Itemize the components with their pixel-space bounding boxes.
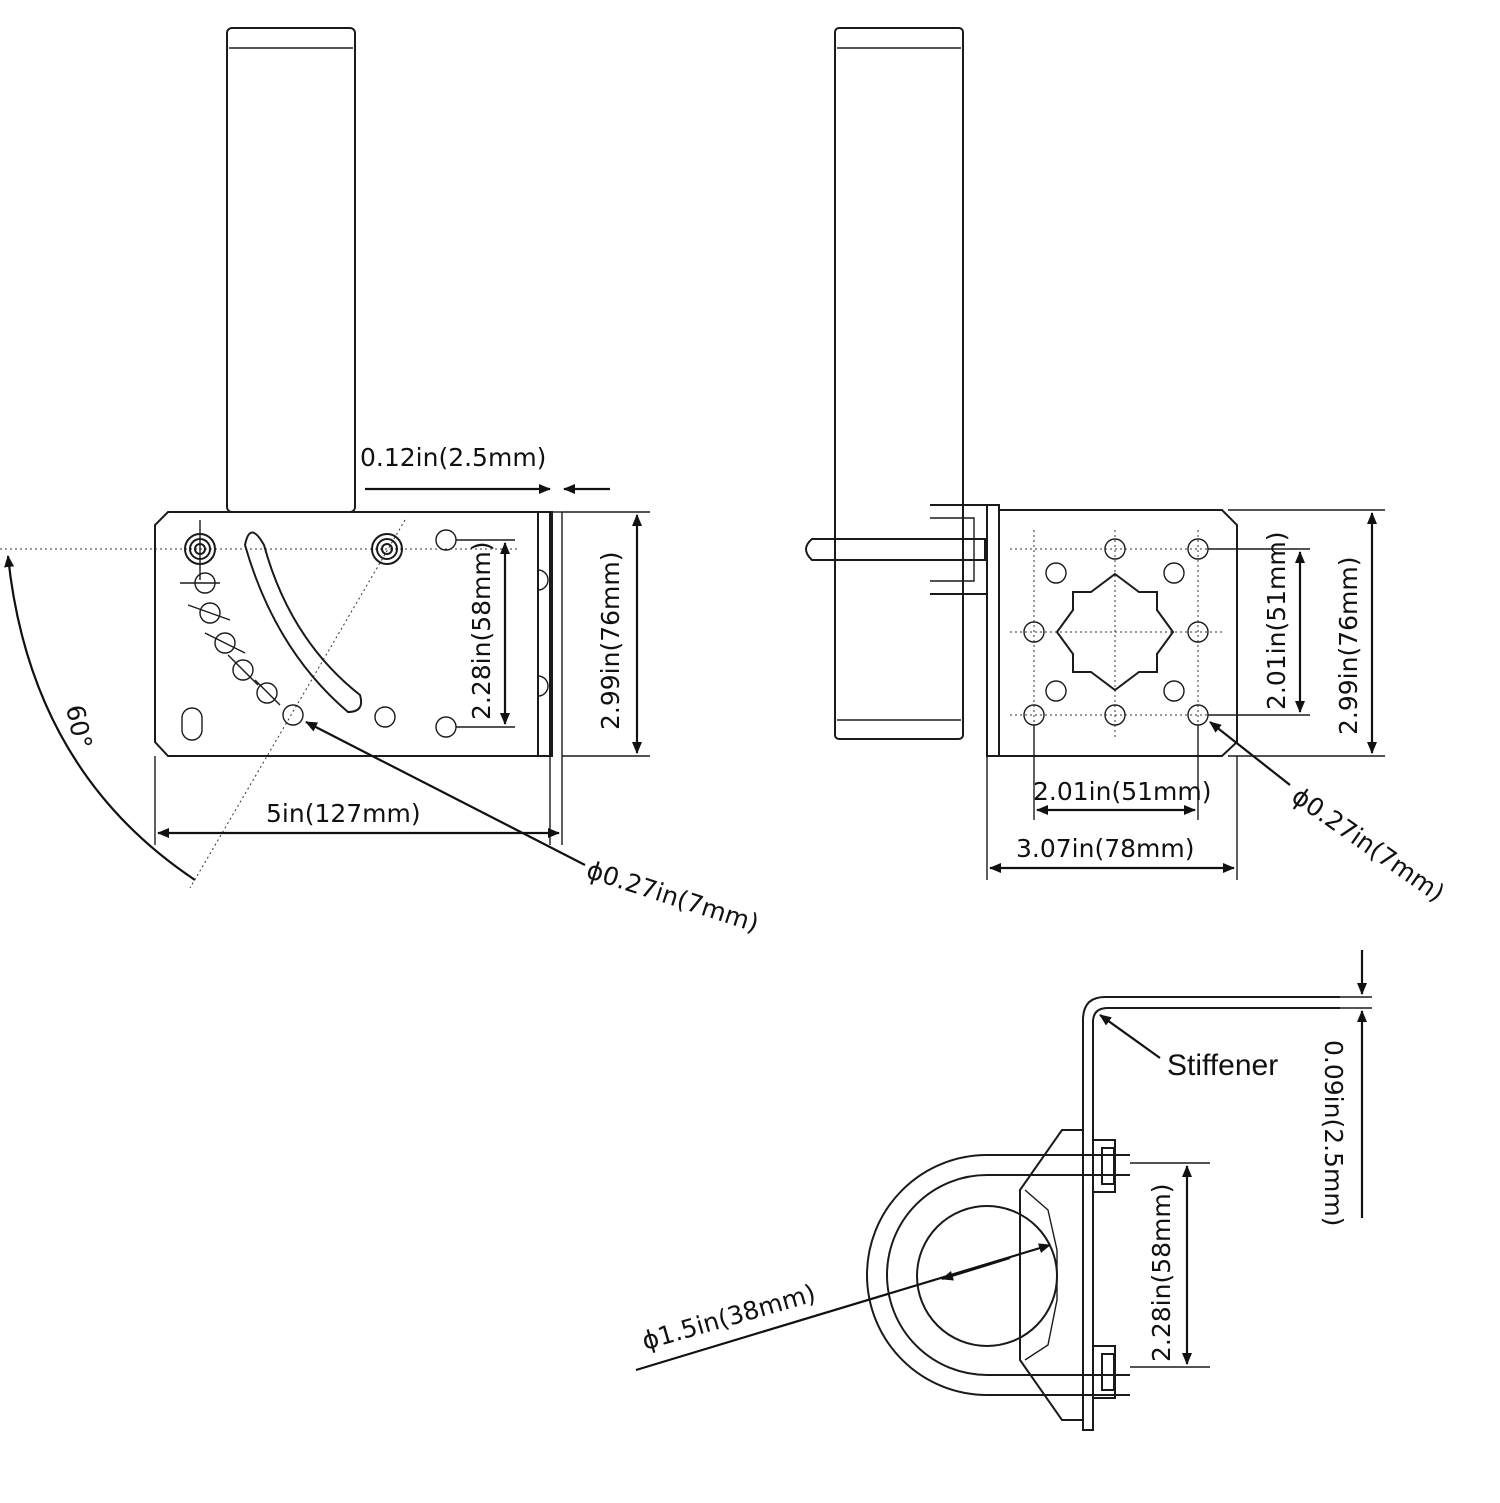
star-cutout	[1055, 572, 1175, 692]
clamp-plate	[1019, 1129, 1083, 1421]
dim-plate-thickness: 0.12in(2.5mm)	[360, 443, 546, 472]
dim-hole-spacing-vertical: 2.01in(51mm)	[1262, 532, 1291, 710]
u-bolt	[866, 1154, 1130, 1396]
diag-hole	[1045, 680, 1067, 702]
angle-hole	[232, 659, 254, 681]
angle-hole	[282, 704, 304, 726]
bolt-nut	[371, 533, 403, 565]
front-plate-edge	[986, 504, 1000, 757]
angle-hole	[199, 602, 221, 624]
dim-hole-diameter: ϕ0.27in(7mm)	[1287, 781, 1450, 907]
dim-plate-height: 2.99in(76mm)	[596, 552, 625, 730]
grid-hole	[1023, 621, 1045, 643]
angle-hole	[214, 632, 236, 654]
diag-hole	[1163, 562, 1185, 584]
dim-plate-height: 2.99in(76mm)	[1334, 557, 1363, 735]
dim-plate-width: 3.07in(78mm)	[1016, 834, 1194, 863]
dim-bolt-spacing: 2.28in(58mm)	[1147, 1184, 1176, 1362]
diag-hole	[1045, 562, 1067, 584]
side-plate-edge	[537, 511, 553, 757]
grid-hole	[1104, 538, 1126, 560]
dim-hole-diameter: ϕ0.27in(7mm)	[583, 855, 762, 938]
front-plate	[998, 509, 1238, 757]
grid-hole	[1104, 704, 1126, 726]
grid-hole	[1187, 621, 1209, 643]
front-mast	[834, 27, 964, 740]
oval-hole	[181, 707, 203, 741]
dim-thickness: 0.09in(2.5mm)	[1319, 1040, 1348, 1226]
front-view: 2.01in(51mm) 2.99in(76mm) 2.01in(51mm) 3…	[805, 27, 1450, 908]
dim-plate-width: 5in(127mm)	[266, 799, 421, 828]
adjustment-slot	[243, 531, 363, 714]
dim-hole-spacing: 2.28in(58mm)	[467, 542, 496, 720]
l-bracket	[1082, 996, 1340, 1431]
dim-hole-spacing-horizontal: 2.01in(51mm)	[1033, 777, 1211, 806]
dim-pipe-diameter: ϕ1.5in(38mm)	[639, 1279, 819, 1356]
diag-hole	[1163, 680, 1185, 702]
pipe-circle	[916, 1205, 1058, 1347]
mount-hole	[374, 706, 396, 728]
side-view: 0.12in(2.5mm) 2.28in(58mm) 2.99in(76mm) …	[0, 27, 762, 938]
top-view: Stiffener 0.09in(2.5mm) 2.28in(58mm) ϕ1.…	[635, 950, 1372, 1431]
stiffener-label: Stiffener	[1167, 1049, 1278, 1082]
angle-hole	[256, 682, 278, 704]
u-bolt-bar	[805, 538, 986, 561]
side-mast	[226, 27, 356, 513]
